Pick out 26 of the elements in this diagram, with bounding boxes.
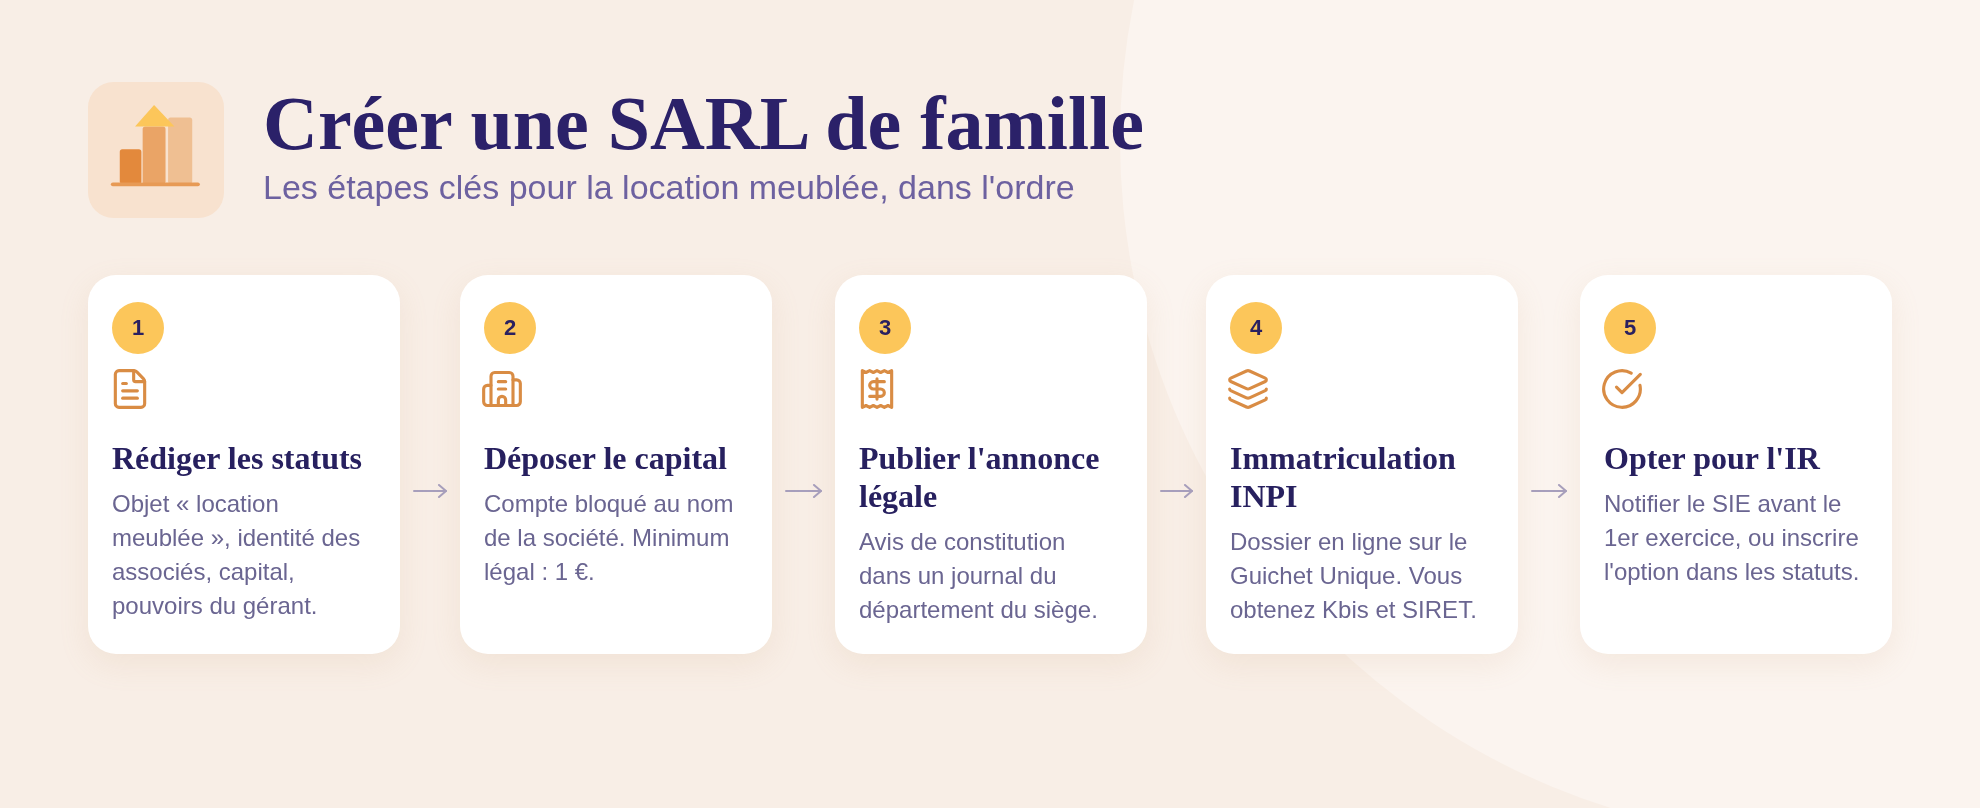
step-number: 5	[1604, 302, 1656, 354]
step-number: 1	[112, 302, 164, 354]
step-description: Avis de constitution dans un journal du département du siège.	[859, 527, 1099, 625]
step-title: Opter pour l'IR	[1604, 439, 1821, 477]
arrow	[1160, 484, 1193, 498]
step-number: 3	[859, 302, 911, 354]
step-description: Dossier en ligne sur le Guichet Unique. Vous obtenez Kbis et SIRET.	[1230, 527, 1478, 625]
step-description: Notifier le SIE avant le 1er exercice, ou inscrire l'option dans les statuts.	[1604, 489, 1861, 587]
step-card	[1580, 275, 1892, 654]
step-number: 2	[484, 302, 536, 354]
arrow	[413, 484, 447, 498]
step-description: Compte bloqué au nom de la société. Minimum légal : 1 €.	[484, 489, 735, 587]
step-card	[1206, 275, 1518, 654]
arrow	[1531, 484, 1567, 498]
step-card	[460, 275, 772, 654]
step-title: Déposer le capital	[484, 439, 728, 477]
step-description: Objet « location meublée », identité des associés, capital, pouvoirs du gérant.	[112, 489, 362, 621]
step-title: Rédiger les statuts	[112, 439, 364, 477]
step-card	[88, 275, 400, 654]
step-number: 4	[1230, 302, 1282, 354]
title: Créer une SARL de famille	[263, 80, 1144, 166]
step-title: Publier l'annonce légale	[859, 439, 1101, 515]
step-card	[835, 275, 1147, 654]
step-title: Immatriculation INPI	[1230, 439, 1457, 515]
subtitle: Les étapes clés pour la location meublée, dans l'ordre	[263, 167, 1076, 208]
arrow	[785, 484, 822, 498]
